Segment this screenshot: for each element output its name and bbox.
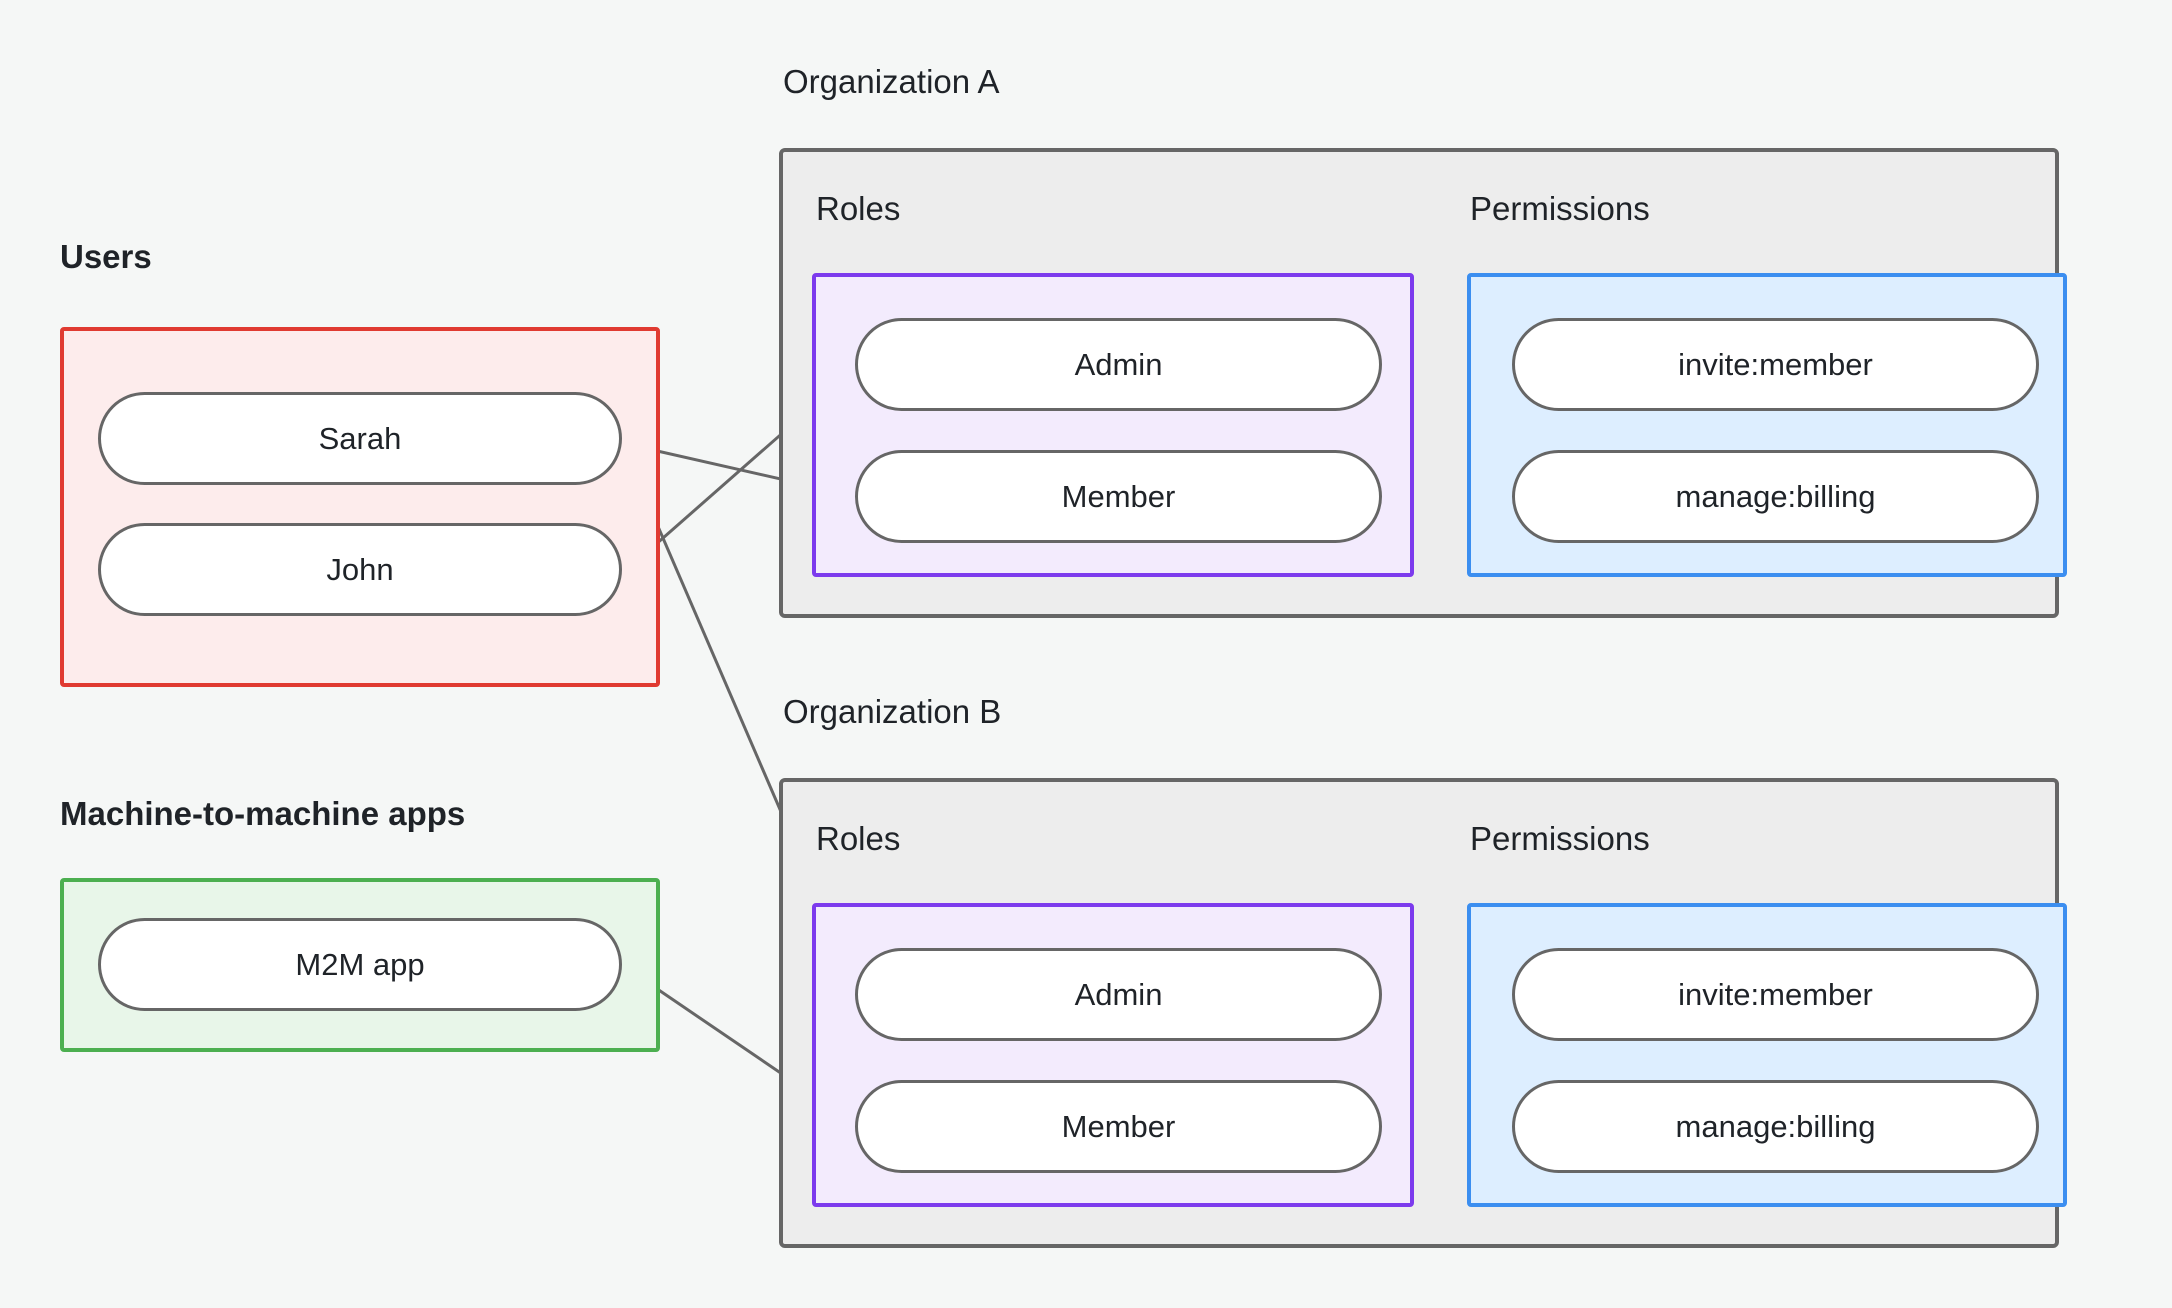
org-a-permission-manage-billing[interactable]: manage:billing xyxy=(1512,450,2039,543)
users-group-box xyxy=(60,327,660,687)
org-a-role-member[interactable]: Member xyxy=(855,450,1382,543)
m2m-group-title: Machine-to-machine apps xyxy=(60,795,466,832)
org-b-permission-manage-billing[interactable]: manage:billing xyxy=(1512,1080,2039,1173)
org-b-roles-label: Roles xyxy=(816,820,901,857)
users-group-title: Users xyxy=(60,238,152,275)
org-a-title: Organization A xyxy=(783,63,1000,100)
org-b-role-member[interactable]: Member xyxy=(855,1080,1382,1173)
org-b-permission-invite-member[interactable]: invite:member xyxy=(1512,948,2039,1041)
user-node-john[interactable]: John xyxy=(98,523,622,616)
user-node-sarah[interactable]: Sarah xyxy=(98,392,622,485)
m2m-node-app[interactable]: M2M app xyxy=(98,918,622,1011)
org-a-role-admin[interactable]: Admin xyxy=(855,318,1382,411)
org-a-permissions-label: Permissions xyxy=(1470,190,1650,227)
org-a-permission-invite-member[interactable]: invite:member xyxy=(1512,318,2039,411)
org-b-permissions-label: Permissions xyxy=(1470,820,1650,857)
org-a-roles-label: Roles xyxy=(816,190,901,227)
org-b-role-admin[interactable]: Admin xyxy=(855,948,1382,1041)
org-b-title: Organization B xyxy=(783,693,1002,730)
